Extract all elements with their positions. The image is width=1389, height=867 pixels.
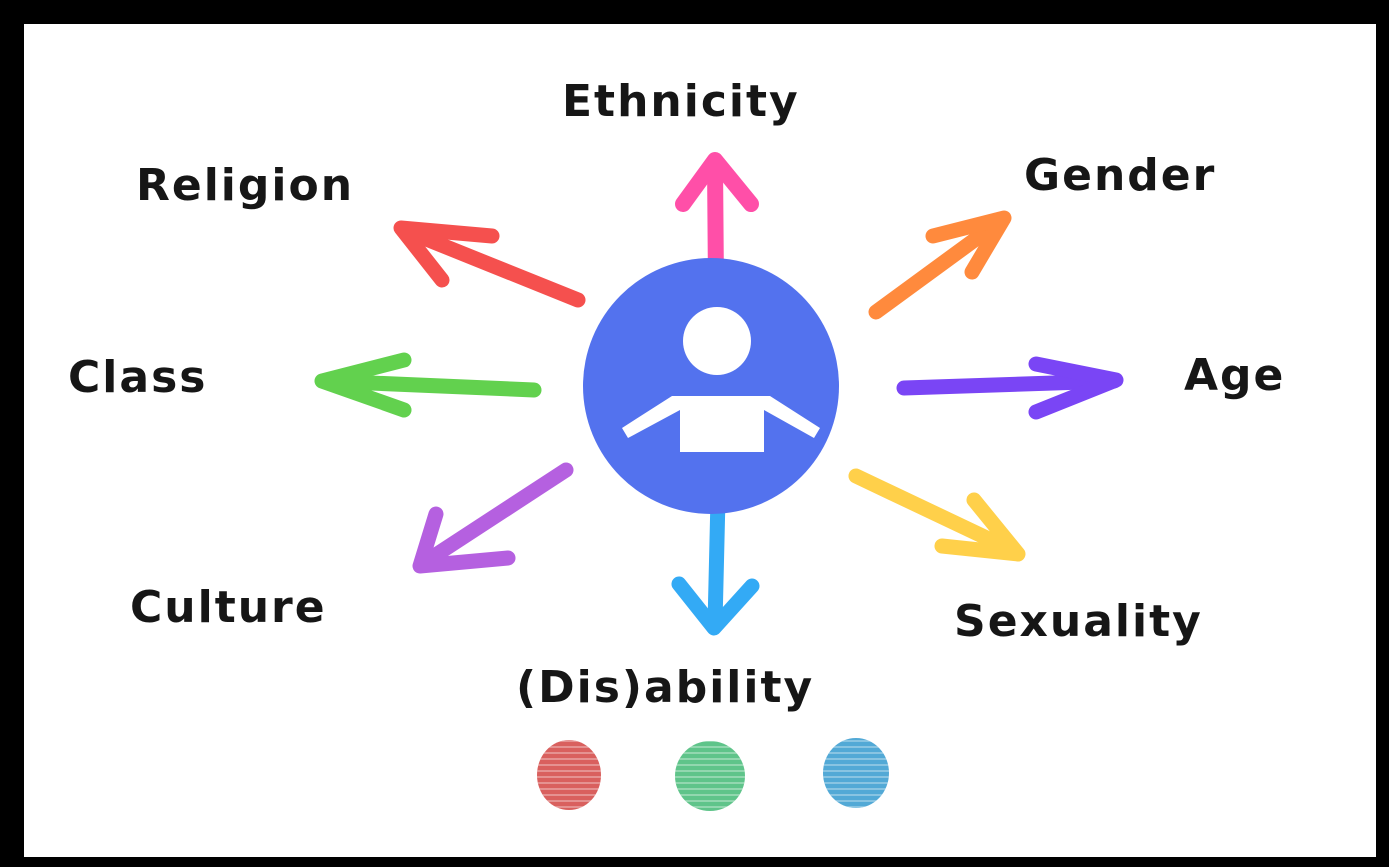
person-icon [583, 258, 839, 514]
arrow-disability [671, 490, 760, 636]
label-disability: (Dis)ability [516, 662, 815, 713]
fingerprint-icon [823, 738, 889, 808]
label-religion: Religion [136, 160, 355, 211]
label-class: Class [68, 352, 208, 403]
arrow-sexuality [848, 468, 1026, 562]
label-sexuality: Sexuality [954, 596, 1203, 647]
arrow-gender [868, 210, 1012, 320]
label-gender: Gender [1024, 150, 1217, 201]
diagram-frame: Ethnicity Gender Age Sexuality (Dis)abil… [10, 10, 1379, 857]
label-ethnicity: Ethnicity [562, 76, 800, 127]
diagram-graphics [314, 152, 1124, 811]
fingerprint-icon [537, 740, 601, 810]
label-age: Age [1184, 350, 1286, 401]
diagram-canvas: Ethnicity Gender Age Sexuality (Dis)abil… [24, 24, 1376, 857]
arrow-culture [412, 462, 574, 574]
label-culture: Culture [130, 582, 327, 633]
arrow-age [896, 356, 1124, 420]
arrow-class [314, 352, 542, 418]
arrow-religion [393, 220, 586, 308]
fingerprint-icon [675, 741, 745, 811]
